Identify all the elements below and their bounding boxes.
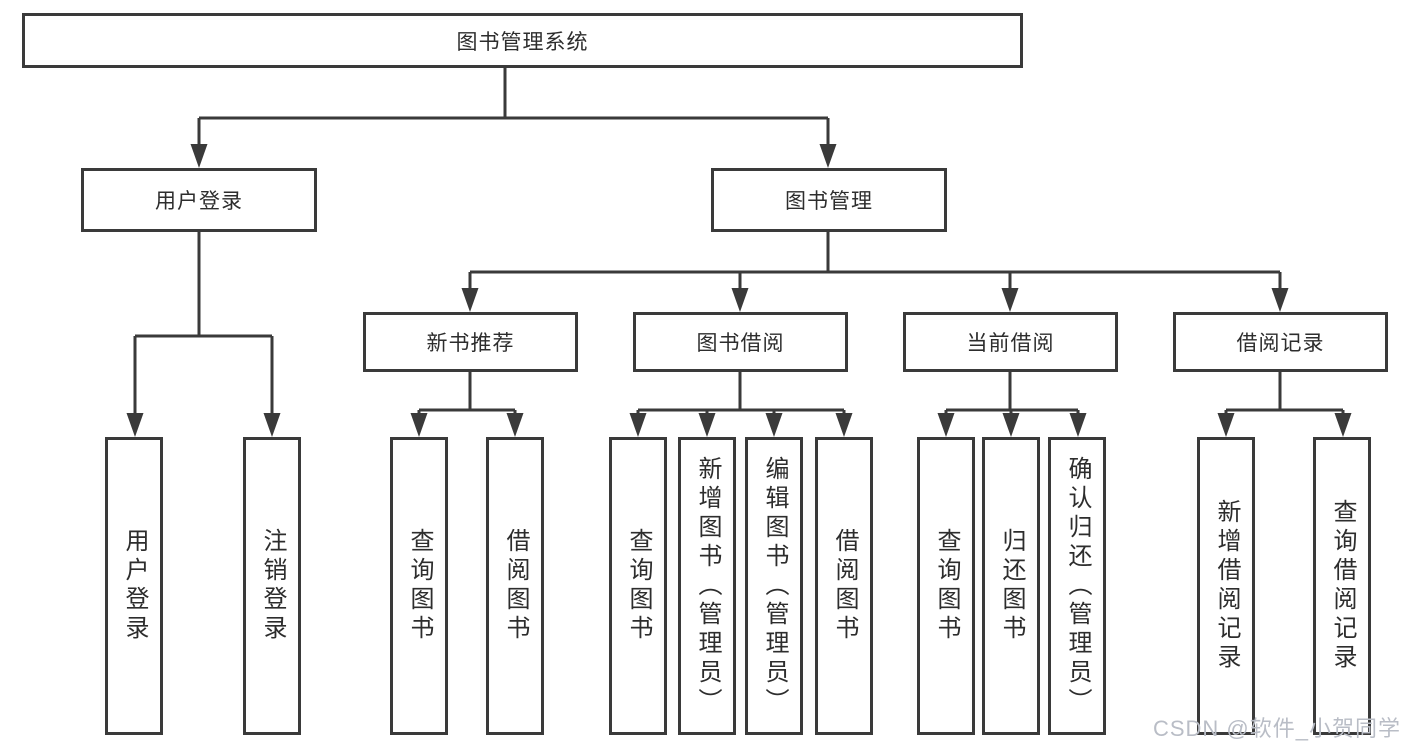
node-label: 注销登录 — [259, 528, 286, 644]
leaf-edit-book-admin: 编辑图书（管理员） — [745, 437, 803, 735]
csdn-watermark: CSDN @软件_小贺同学 — [1152, 716, 1401, 741]
node-label: 编辑图书（管理员） — [761, 455, 788, 717]
node-root: 图书管理系统 — [22, 13, 1023, 68]
node-label: 借阅记录 — [1236, 332, 1325, 355]
node-label: 用户登录 — [121, 528, 148, 644]
leaf-borrow-book: 借阅图书 — [815, 437, 873, 735]
node-book-management: 图书管理 — [711, 168, 947, 232]
leaf-user-login: 用户登录 — [105, 437, 163, 735]
node-label: 图书管理系统 — [456, 30, 589, 54]
leaf-logout: 注销登录 — [243, 437, 301, 735]
node-label: 借阅图书 — [502, 528, 529, 644]
node-new-book-recommend: 新书推荐 — [363, 312, 578, 372]
node-label: 用户登录 — [155, 190, 243, 213]
node-current-borrow: 当前借阅 — [903, 312, 1118, 372]
node-label: 当前借阅 — [966, 332, 1055, 355]
node-label: 新书推荐 — [426, 332, 515, 355]
leaf-confirm-return-admin: 确认归还（管理员） — [1048, 437, 1106, 735]
leaf-add-book-admin: 新增图书（管理员） — [678, 437, 736, 735]
node-borrow-record: 借阅记录 — [1173, 312, 1388, 372]
node-label: 图书借阅 — [696, 332, 785, 355]
node-label: 新增图书（管理员） — [694, 455, 721, 717]
leaf-return-book: 归还图书 — [982, 437, 1040, 735]
leaf-current-query-book: 查询图书 — [917, 437, 975, 735]
node-label: 查询借阅记录 — [1329, 499, 1356, 673]
leaf-recommend-query-book: 查询图书 — [390, 437, 448, 735]
leaf-recommend-borrow-book: 借阅图书 — [486, 437, 544, 735]
node-label: 归还图书 — [998, 528, 1025, 644]
node-label: 查询图书 — [933, 528, 960, 644]
leaf-query-borrow-record: 查询借阅记录 — [1313, 437, 1371, 735]
node-book-borrow: 图书借阅 — [633, 312, 848, 372]
node-label: 确认归还（管理员） — [1064, 455, 1091, 717]
node-label: 查询图书 — [406, 528, 433, 644]
node-label: 查询图书 — [625, 528, 652, 644]
node-label: 图书管理 — [785, 190, 873, 213]
node-label: 新增借阅记录 — [1213, 499, 1240, 673]
node-user-login: 用户登录 — [81, 168, 317, 232]
leaf-add-borrow-record: 新增借阅记录 — [1197, 437, 1255, 735]
leaf-borrow-query-book: 查询图书 — [609, 437, 667, 735]
node-label: 借阅图书 — [831, 528, 858, 644]
